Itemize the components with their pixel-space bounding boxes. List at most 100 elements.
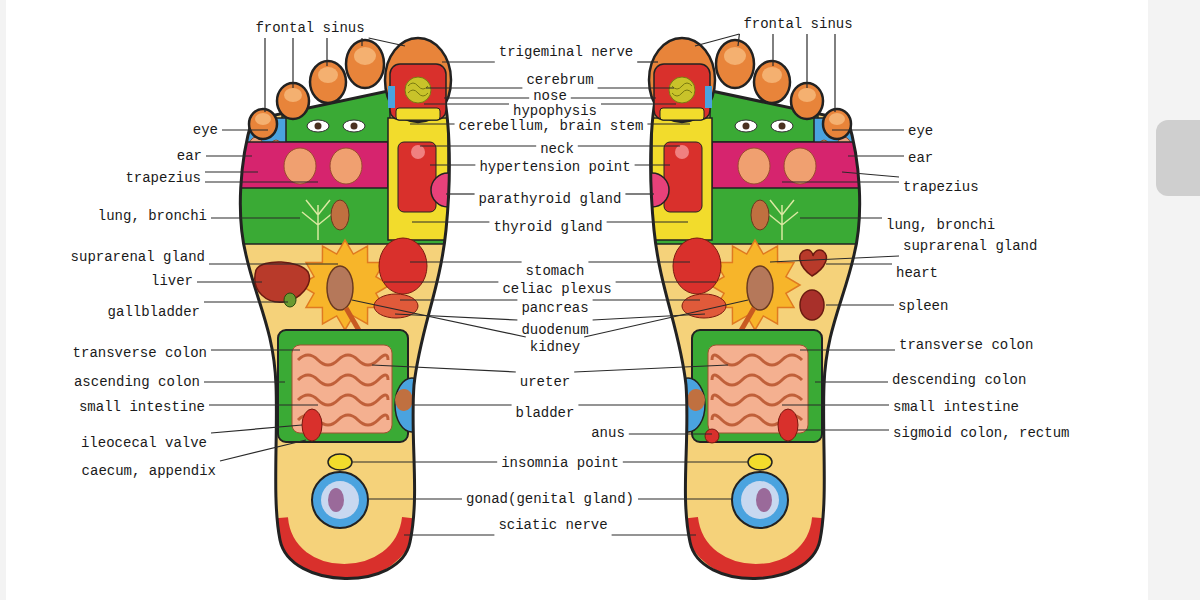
leader-line [442,61,495,62]
leader-line [211,217,300,218]
organ-label: trigeminal nerve [499,45,633,59]
organ-label: ureter [520,375,570,389]
leader-line [578,145,680,146]
organ-label: duodenum [521,323,588,337]
leader-line [368,498,462,499]
leader-line [292,38,293,88]
organ-label: spleen [898,299,948,313]
leader-line [410,261,522,262]
leader-line [204,381,285,382]
leader-line [593,314,705,320]
leader-line [209,404,318,405]
organ-label: descending colon [892,373,1026,387]
leader-line [420,145,536,146]
leader-line [815,381,888,382]
leader-line [695,34,739,46]
liver-drawing [255,262,310,307]
organ-label: lung, bronchi [98,209,207,223]
leader-line [211,349,300,350]
leader-line [211,425,302,433]
leader-line [584,300,748,337]
organ-label: ear [177,149,202,163]
organ-label: ascending colon [74,375,200,389]
organ-label: thyroid gland [493,220,602,234]
leader-line [209,263,338,264]
organ-label: caecum, appendix [82,464,216,478]
leader-line [612,534,696,535]
leader-line [593,299,700,300]
leader-line [842,172,899,177]
organ-label: insomnia point [501,456,619,470]
leader-line [197,281,262,282]
leader-line [629,433,712,434]
leader-line [588,261,690,262]
right-foot [635,38,866,579]
leader-line [826,263,892,264]
heart-spleen-drawing [705,250,826,443]
leader-line [832,129,904,130]
organ-label: hypophysis [513,104,597,118]
leader-line [220,440,306,461]
leader-line [424,103,509,104]
leader-line [782,181,899,182]
organ-label: ileocecal valve [81,436,207,450]
leader-line [647,123,690,124]
organ-label: frontal sinus [255,21,364,35]
leader-line [770,256,899,262]
organ-label: trapezius [903,180,979,194]
leader-line [446,193,475,194]
organ-label: eye [193,123,218,137]
leader-line [800,349,895,350]
leader-line [264,38,265,112]
leader-line [637,61,658,62]
left-foot [234,38,465,579]
organ-label: kidney [530,340,580,354]
leader-line [204,301,288,302]
organ-label: cerebrum [526,73,593,87]
leader-line [410,123,455,124]
leader-line [578,404,688,405]
leader-line [848,155,904,156]
leader-line [598,87,674,88]
organ-label: small intestine [893,400,1019,414]
organ-label: gallbladder [108,305,200,319]
leader-line [625,193,654,194]
leader-line [404,534,494,535]
organ-label: transverse colon [73,346,207,360]
organ-label: neck [540,142,574,156]
leader-line [601,103,676,104]
organ-label: suprarenal gland [903,239,1037,253]
leader-line [395,314,517,320]
leader-line [430,164,475,165]
organ-label: nose [533,89,567,103]
leader-line [607,221,688,222]
organ-label: celiac plexus [502,282,611,296]
leader-line [800,217,882,218]
organ-label: suprarenal gland [71,250,205,264]
leader-line [638,498,732,499]
organ-label: stomach [526,264,585,278]
organ-label: small intestine [79,400,205,414]
leader-line [772,34,773,66]
leader-line [206,155,252,156]
organ-label: transverse colon [899,338,1033,352]
organ-label: cerebellum, brain stem [459,119,644,133]
organ-label: hypertension point [479,160,630,174]
leader-line [369,38,405,46]
organ-label: sciatic nerve [498,518,607,532]
leader-line [400,299,517,300]
organ-label: lung, bronchi [886,218,995,232]
leader-line [222,129,268,130]
leader-line [574,365,728,372]
leader-line [826,304,894,305]
organ-label: heart [896,266,938,280]
leader-line [426,87,522,88]
leader-line [361,38,362,46]
organ-label: gonad(genital gland) [466,492,634,506]
organ-label: anus [591,426,625,440]
organ-label: liver [151,274,193,288]
side-tab [1156,120,1200,196]
leader-line [412,404,512,405]
leader-line [798,429,889,430]
